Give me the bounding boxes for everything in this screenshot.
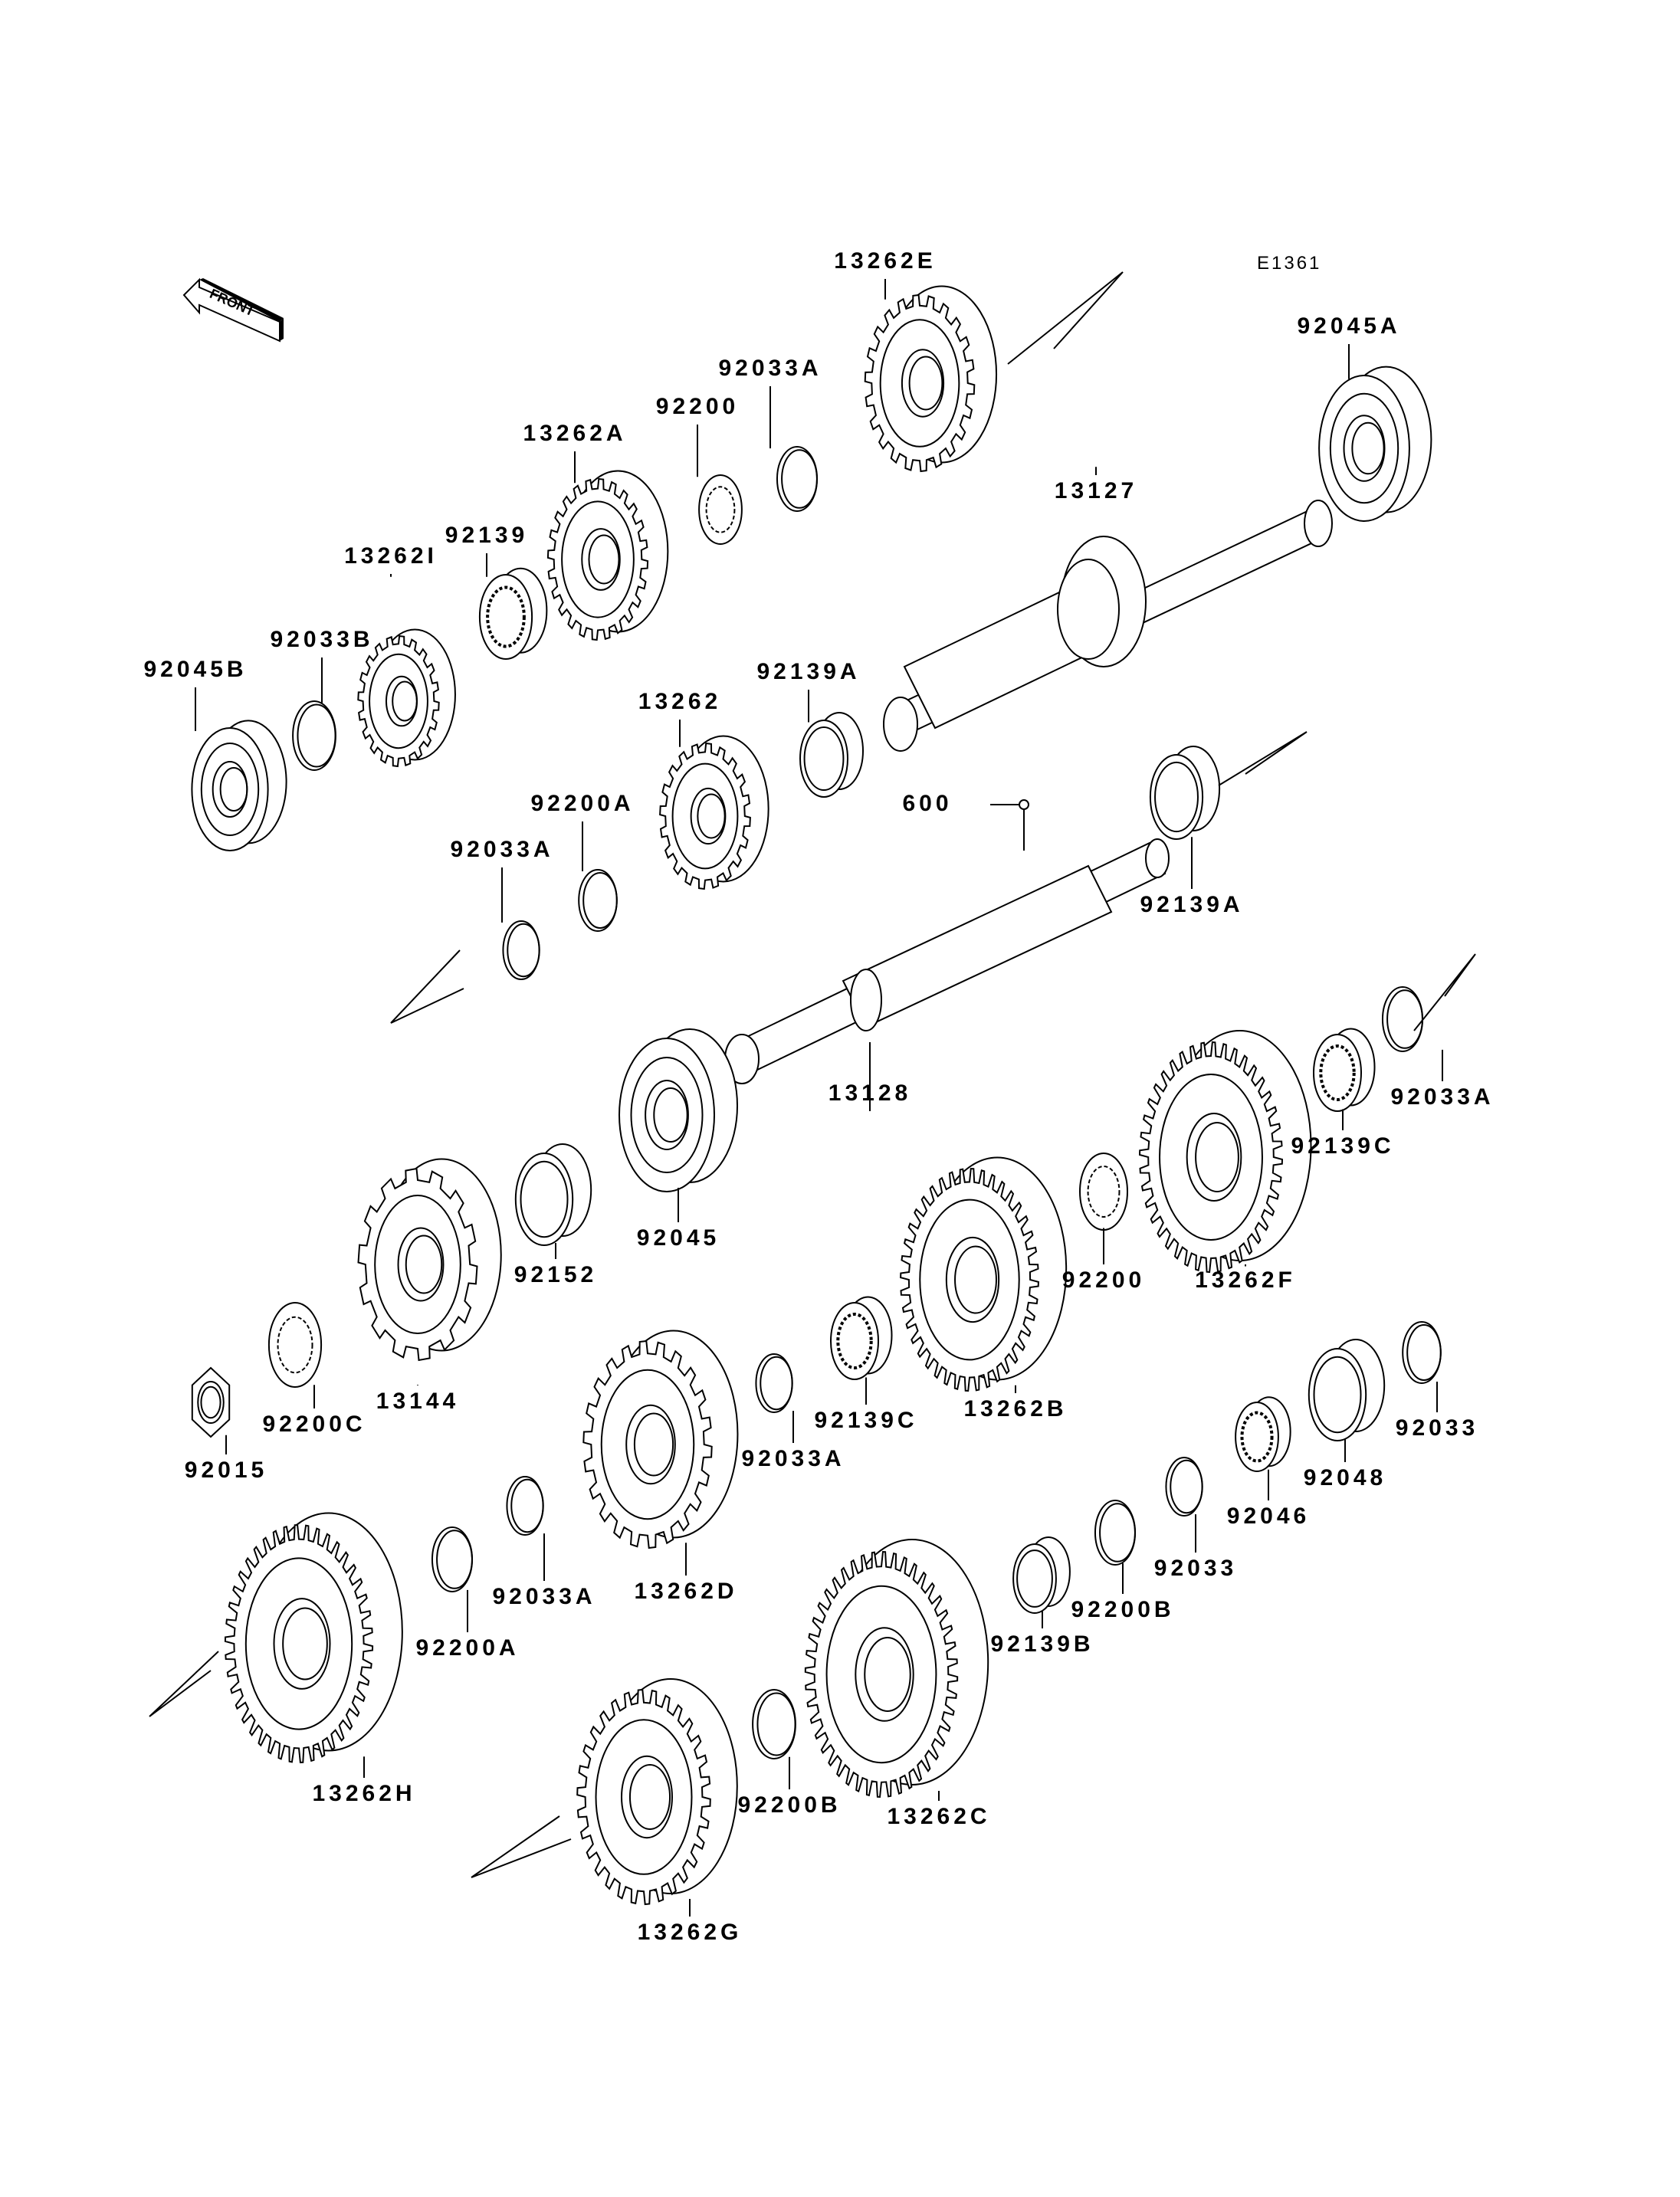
part-label-92200a[interactable]: 92200A (530, 791, 635, 816)
washer-92200B-left (752, 1689, 796, 1759)
bearing-92045B (191, 720, 287, 851)
axis-guides (149, 271, 1476, 1878)
bearing-92139C-mid (830, 1296, 893, 1380)
diagram-code: E1361 (1257, 253, 1322, 274)
circlip-92033A-low (755, 1353, 793, 1413)
nut-92015 (191, 1366, 231, 1438)
gear-13262G (576, 1678, 738, 1906)
sprocket-13144 (357, 1158, 502, 1362)
part-label-92200[interactable]: 92200 (1061, 1267, 1146, 1293)
bush-92139A-right (1149, 746, 1221, 840)
washer-92200 (698, 474, 743, 545)
part-label-13144[interactable]: 13144 (376, 1389, 460, 1414)
part-label-13262i[interactable]: 13262I (344, 543, 438, 569)
washer-92200A-lower (431, 1526, 474, 1592)
part-label-92046[interactable]: 92046 (1226, 1503, 1311, 1529)
part-label-92200[interactable]: 92200 (655, 394, 740, 419)
part-label-92033a[interactable]: 92033A (1390, 1084, 1495, 1110)
part-label-92045a[interactable]: 92045A (1297, 313, 1401, 339)
shaft-13127 (883, 500, 1333, 752)
gear-13262H (224, 1512, 403, 1764)
part-label-92033b[interactable]: 92033B (270, 627, 374, 652)
gear-13262F (1138, 1030, 1312, 1274)
gear-13262B (900, 1156, 1068, 1392)
bearing-92045A (1318, 366, 1432, 522)
gear-13262E (864, 285, 998, 473)
washer-92200B-right (1094, 1500, 1137, 1566)
part-label-13262[interactable]: 13262 (638, 689, 722, 714)
circlip-92033A-lower (506, 1476, 544, 1536)
part-label-92200b[interactable]: 92200B (737, 1792, 842, 1818)
washer-92200-mid (1079, 1153, 1128, 1231)
washer-92200C (267, 1302, 323, 1388)
part-label-13127[interactable]: 13127 (1054, 478, 1138, 503)
part-label-13262b[interactable]: 13262B (963, 1396, 1068, 1421)
part-label-92033[interactable]: 92033 (1153, 1556, 1238, 1581)
part-label-92139[interactable]: 92139 (445, 523, 529, 548)
circlip-92033A-top (776, 446, 819, 512)
part-label-92033a[interactable]: 92033A (450, 837, 554, 862)
gear-13127 (1057, 536, 1147, 667)
part-label-92139a[interactable]: 92139A (756, 659, 861, 684)
bearing-92045 (619, 1028, 738, 1192)
bush-92048 (1308, 1339, 1386, 1441)
part-label-92200b[interactable]: 92200B (1071, 1597, 1175, 1622)
gear-13262 (659, 735, 769, 890)
part-label-13262h[interactable]: 13262H (312, 1781, 416, 1806)
bearing-92139C-upper (1313, 1028, 1376, 1112)
part-label-13262d[interactable]: 13262D (634, 1579, 738, 1604)
gear-13262A (546, 470, 669, 641)
bearing-92139 (478, 567, 548, 660)
part-label-92200a[interactable]: 92200A (415, 1635, 520, 1661)
part-label-92139a[interactable]: 92139A (1140, 892, 1244, 917)
oil-reference (990, 799, 1029, 851)
part-label-13262a[interactable]: 13262A (523, 421, 627, 446)
part-label-92200c[interactable]: 92200C (262, 1412, 366, 1437)
circlip-92033-right (1402, 1321, 1442, 1384)
front-direction-arrow: FRONT (182, 277, 284, 343)
part-label-13262g[interactable]: 13262G (637, 1920, 743, 1945)
shafts (724, 500, 1333, 1084)
bush-92139A-left (799, 712, 864, 798)
part-label-92152[interactable]: 92152 (514, 1262, 598, 1287)
collar-92152 (514, 1143, 592, 1246)
part-label-13262c[interactable]: 13262C (887, 1804, 991, 1829)
part-label-13128[interactable]: 13128 (828, 1080, 912, 1106)
circlip-92033-mid (1165, 1457, 1203, 1517)
part-label-92139c[interactable]: 92139C (1291, 1133, 1395, 1159)
gear-13262C (804, 1539, 989, 1799)
part-label-92045[interactable]: 92045 (636, 1225, 720, 1251)
part-label-92033a[interactable]: 92033A (741, 1446, 845, 1471)
circlip-92033B (292, 700, 336, 771)
gear-13262I (357, 628, 456, 768)
part-label-92033[interactable]: 92033 (1395, 1415, 1479, 1441)
reference-label-600: 600 (902, 791, 953, 816)
gear-13262D (582, 1330, 739, 1549)
circlip-92033A-right (1381, 986, 1424, 1052)
part-label-92139b[interactable]: 92139B (990, 1631, 1094, 1657)
part-label-92139c[interactable]: 92139C (814, 1408, 918, 1433)
circlip-92033A-mid (502, 920, 540, 980)
part-label-92033a[interactable]: 92033A (718, 356, 822, 381)
washer-92200A-upper (578, 869, 618, 932)
bush-92139B (1012, 1536, 1071, 1614)
bearing-92046 (1235, 1396, 1291, 1472)
part-label-92045b[interactable]: 92045B (143, 657, 248, 682)
part-label-13262e[interactable]: 13262E (834, 248, 937, 274)
part-label-92048[interactable]: 92048 (1303, 1465, 1387, 1490)
part-label-13262f[interactable]: 13262F (1195, 1267, 1296, 1293)
part-label-92015[interactable]: 92015 (184, 1458, 268, 1483)
shaft-13128 (724, 838, 1170, 1084)
part-label-92033a[interactable]: 92033A (492, 1584, 596, 1609)
components (191, 285, 1442, 1906)
